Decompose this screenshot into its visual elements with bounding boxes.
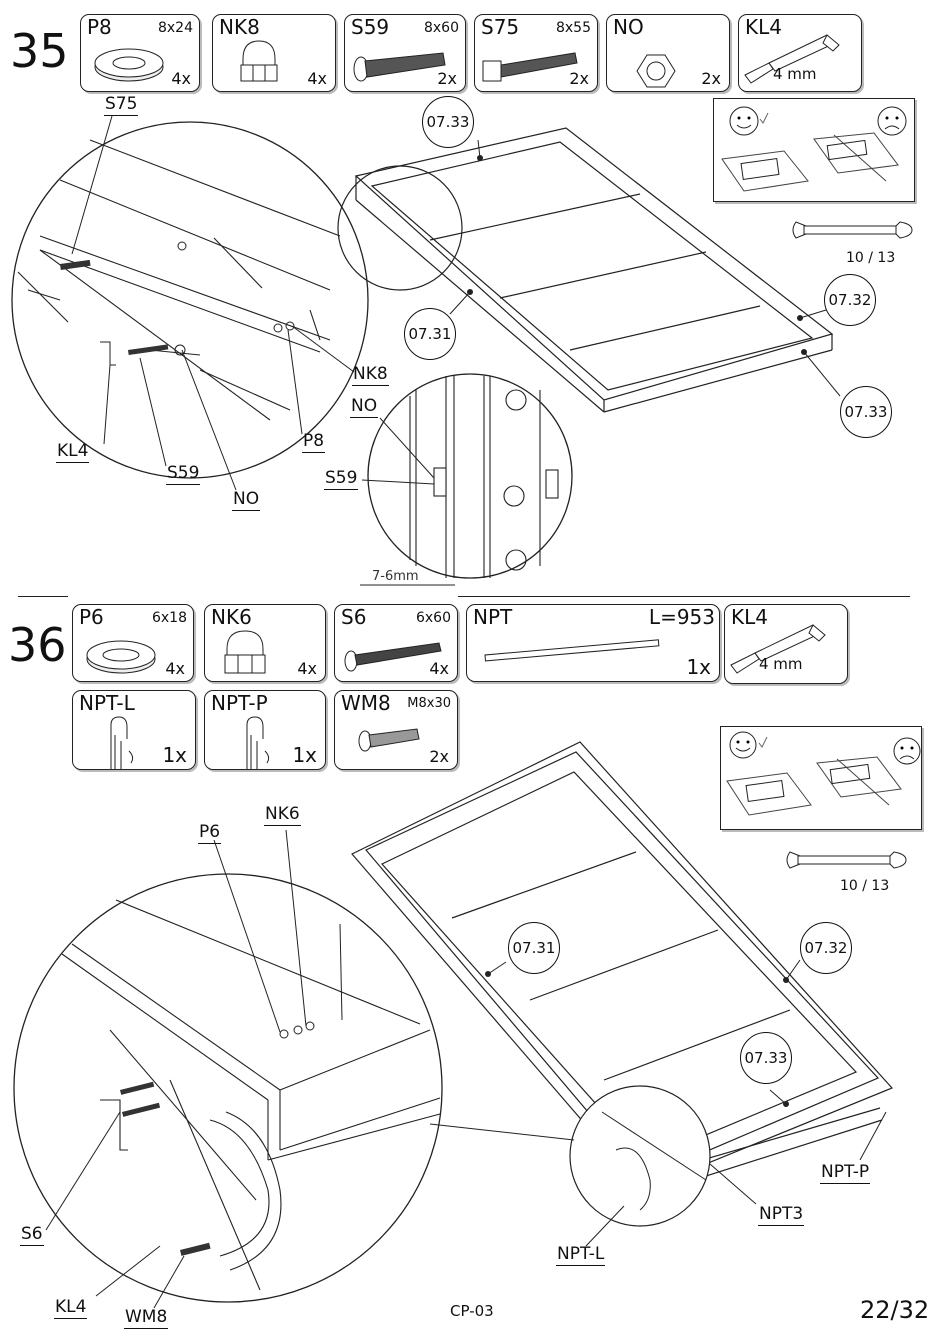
callout-npt-l: NPT-L <box>556 1246 605 1266</box>
callout-p6: P6 <box>198 824 221 844</box>
callout-s6: S6 <box>20 1226 44 1246</box>
callout-npt-p: NPT-P <box>820 1164 870 1184</box>
callout-nk6: NK6 <box>264 806 301 826</box>
callout-kl4: KL4 <box>54 1299 87 1319</box>
callout-wm8: WM8 <box>124 1309 168 1329</box>
ref-circle: 07.32 <box>800 922 852 974</box>
ref-circle: 07.33 <box>740 1032 792 1084</box>
page-number: 22/32 <box>860 1296 929 1324</box>
callout-npt3: NPT3 <box>758 1206 804 1226</box>
document-code: CP-03 <box>450 1302 494 1320</box>
ref-circle: 07.31 <box>508 922 560 974</box>
